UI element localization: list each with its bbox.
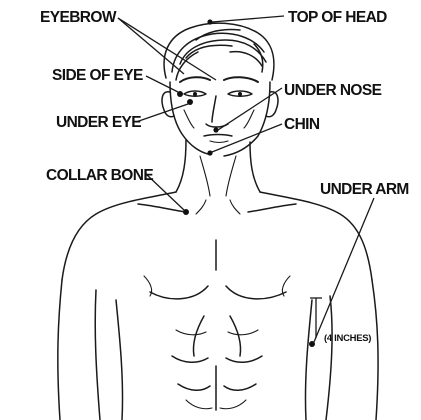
face bbox=[162, 77, 278, 156]
neck bbox=[176, 140, 260, 196]
label-top-of-head: TOP OF HEAD bbox=[288, 9, 387, 26]
label-four-inches: (4 INCHES) bbox=[324, 333, 371, 344]
label-under-eye: UNDER EYE bbox=[56, 114, 141, 131]
label-eyebrow: EYEBROW bbox=[40, 9, 117, 26]
label-under-nose: UNDER NOSE bbox=[284, 82, 382, 99]
point-collar-bone bbox=[183, 209, 189, 215]
point-under-arm bbox=[309, 341, 315, 347]
label-chin: CHIN bbox=[284, 116, 320, 133]
label-side-of-eye: SIDE OF EYE bbox=[52, 67, 143, 84]
label-collar-bone: COLLAR BONE bbox=[46, 167, 153, 184]
label-under-arm: UNDER ARM bbox=[320, 181, 409, 198]
point-under-nose bbox=[213, 127, 218, 132]
point-under-eye bbox=[187, 99, 193, 105]
point-top-of-head bbox=[207, 19, 212, 24]
point-side-of-eye bbox=[177, 91, 183, 97]
point-chin bbox=[207, 150, 212, 155]
torso bbox=[58, 192, 378, 420]
